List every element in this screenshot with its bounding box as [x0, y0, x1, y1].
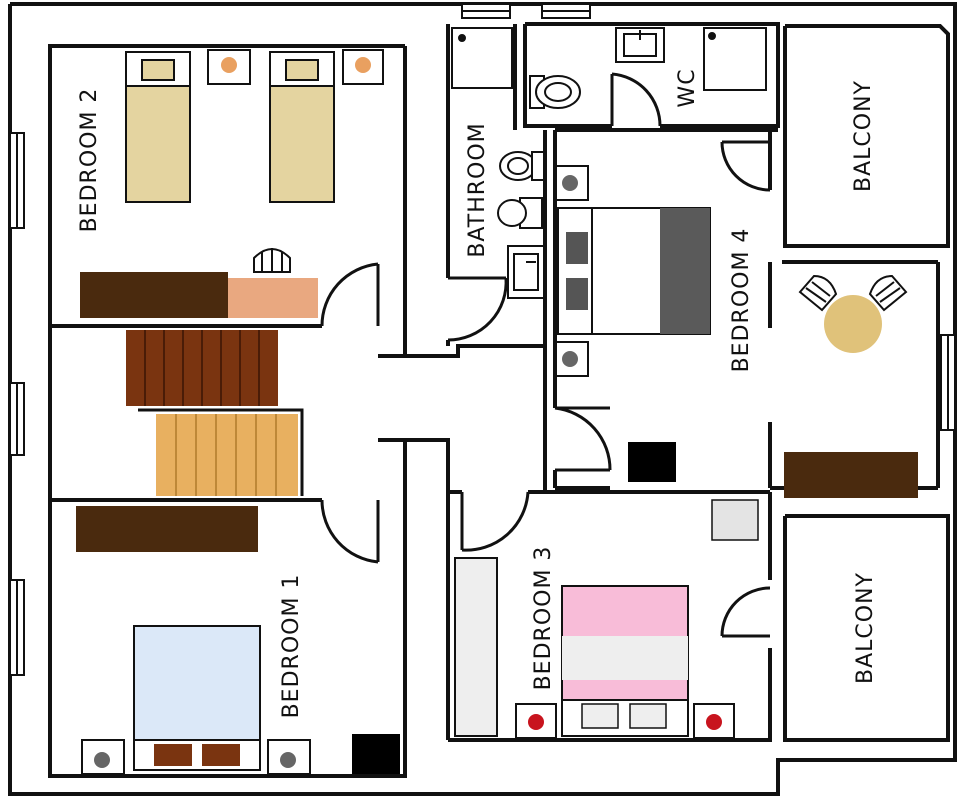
- chair-right: [868, 274, 908, 312]
- room-labels: BEDROOM 2 BEDROOM 1 BATHROOM WC BEDROOM …: [77, 68, 878, 718]
- bedroom-1-furniture: [76, 506, 400, 775]
- label-bedroom-2: BEDROOM 2: [77, 88, 102, 233]
- single-bed-left: [125, 51, 191, 203]
- label-bedroom-1: BEDROOM 1: [279, 574, 304, 719]
- bedroom-4-furniture: [555, 165, 918, 498]
- bedroom-2-furniture: [80, 49, 384, 318]
- bathroom-sink: [507, 245, 545, 299]
- dresser: [784, 452, 918, 498]
- label-balcony-top: BALCONY: [851, 80, 876, 192]
- nightstand-1: [515, 703, 557, 739]
- nightstand-lamp-1: [207, 49, 251, 85]
- label-wc: WC: [675, 68, 700, 107]
- top-windows: [461, 3, 591, 19]
- wc-sink: [615, 27, 665, 63]
- bidet: [497, 197, 543, 229]
- nightstand-1: [555, 165, 589, 201]
- single-bed-right: [269, 51, 335, 203]
- grey-cabinet: [711, 499, 759, 541]
- bedroom-3-furniture: [454, 499, 759, 739]
- double-bed: [133, 625, 261, 771]
- double-bed-pink: [561, 585, 689, 737]
- dresser: [76, 506, 258, 552]
- dresser: [80, 272, 228, 318]
- toilet: [499, 151, 545, 181]
- nightstand-1: [81, 739, 125, 775]
- label-bathroom: BATHROOM: [465, 122, 490, 257]
- bathroom-fixtures: [451, 27, 545, 299]
- nightstand-2: [267, 739, 311, 775]
- staircase: [126, 330, 304, 496]
- shower-tray: [451, 27, 513, 89]
- double-bed-grey: [557, 207, 711, 335]
- black-cabinet: [628, 442, 676, 482]
- wc-fixtures: [529, 27, 767, 109]
- label-balcony-bottom: BALCONY: [853, 572, 878, 684]
- round-table: [824, 295, 882, 353]
- right-window: [940, 334, 956, 431]
- wardrobe: [454, 557, 498, 737]
- outer-walls: [8, 2, 957, 796]
- nightstand-lamp-2: [342, 49, 384, 85]
- nightstand-2: [693, 703, 735, 739]
- chair-left: [798, 274, 838, 312]
- label-bedroom-4: BEDROOM 4: [729, 228, 754, 373]
- left-windows: [9, 132, 25, 676]
- desk: [228, 278, 318, 318]
- door-swings: [320, 72, 771, 638]
- label-bedroom-3: BEDROOM 3: [531, 546, 556, 691]
- black-cabinet: [352, 734, 400, 774]
- desk-chair: [253, 248, 291, 273]
- nightstand-2: [555, 341, 589, 377]
- wc-toilet: [529, 75, 581, 109]
- interior-walls: [48, 22, 950, 778]
